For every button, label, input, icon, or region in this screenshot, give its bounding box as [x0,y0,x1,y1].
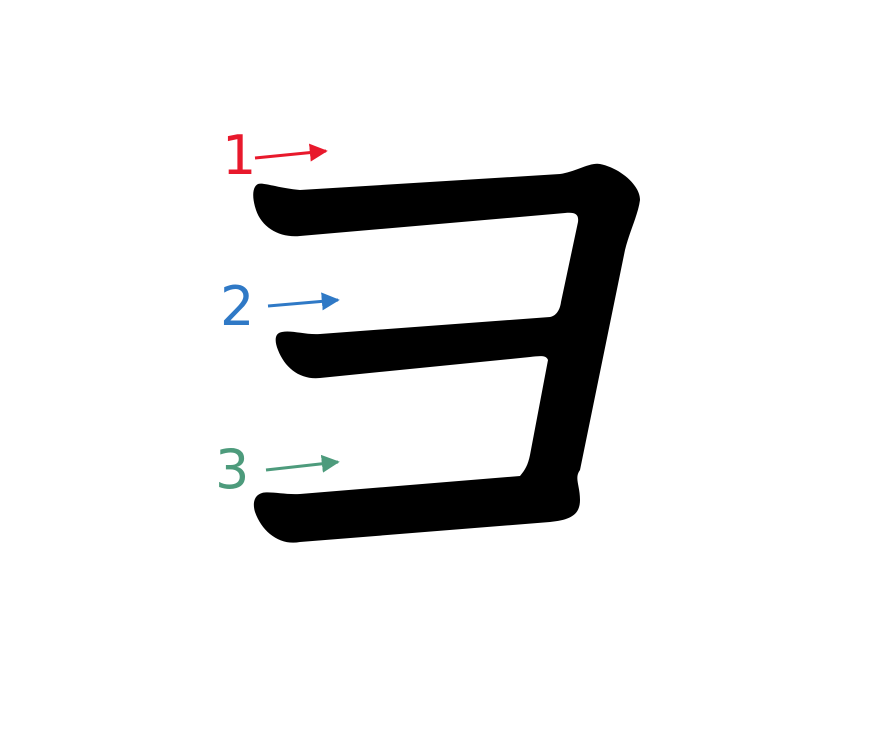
stroke-arrow-2 [267,292,340,311]
stroke-number-1: 1 [222,124,256,187]
stroke-arrow-1 [254,143,328,162]
stroke-1-shape [253,163,640,543]
katakana-yo-glyph [253,163,640,543]
stroke-arrow-3 [265,454,340,473]
stroke-number-3: 3 [215,438,249,501]
stroke-number-2: 2 [220,275,254,338]
